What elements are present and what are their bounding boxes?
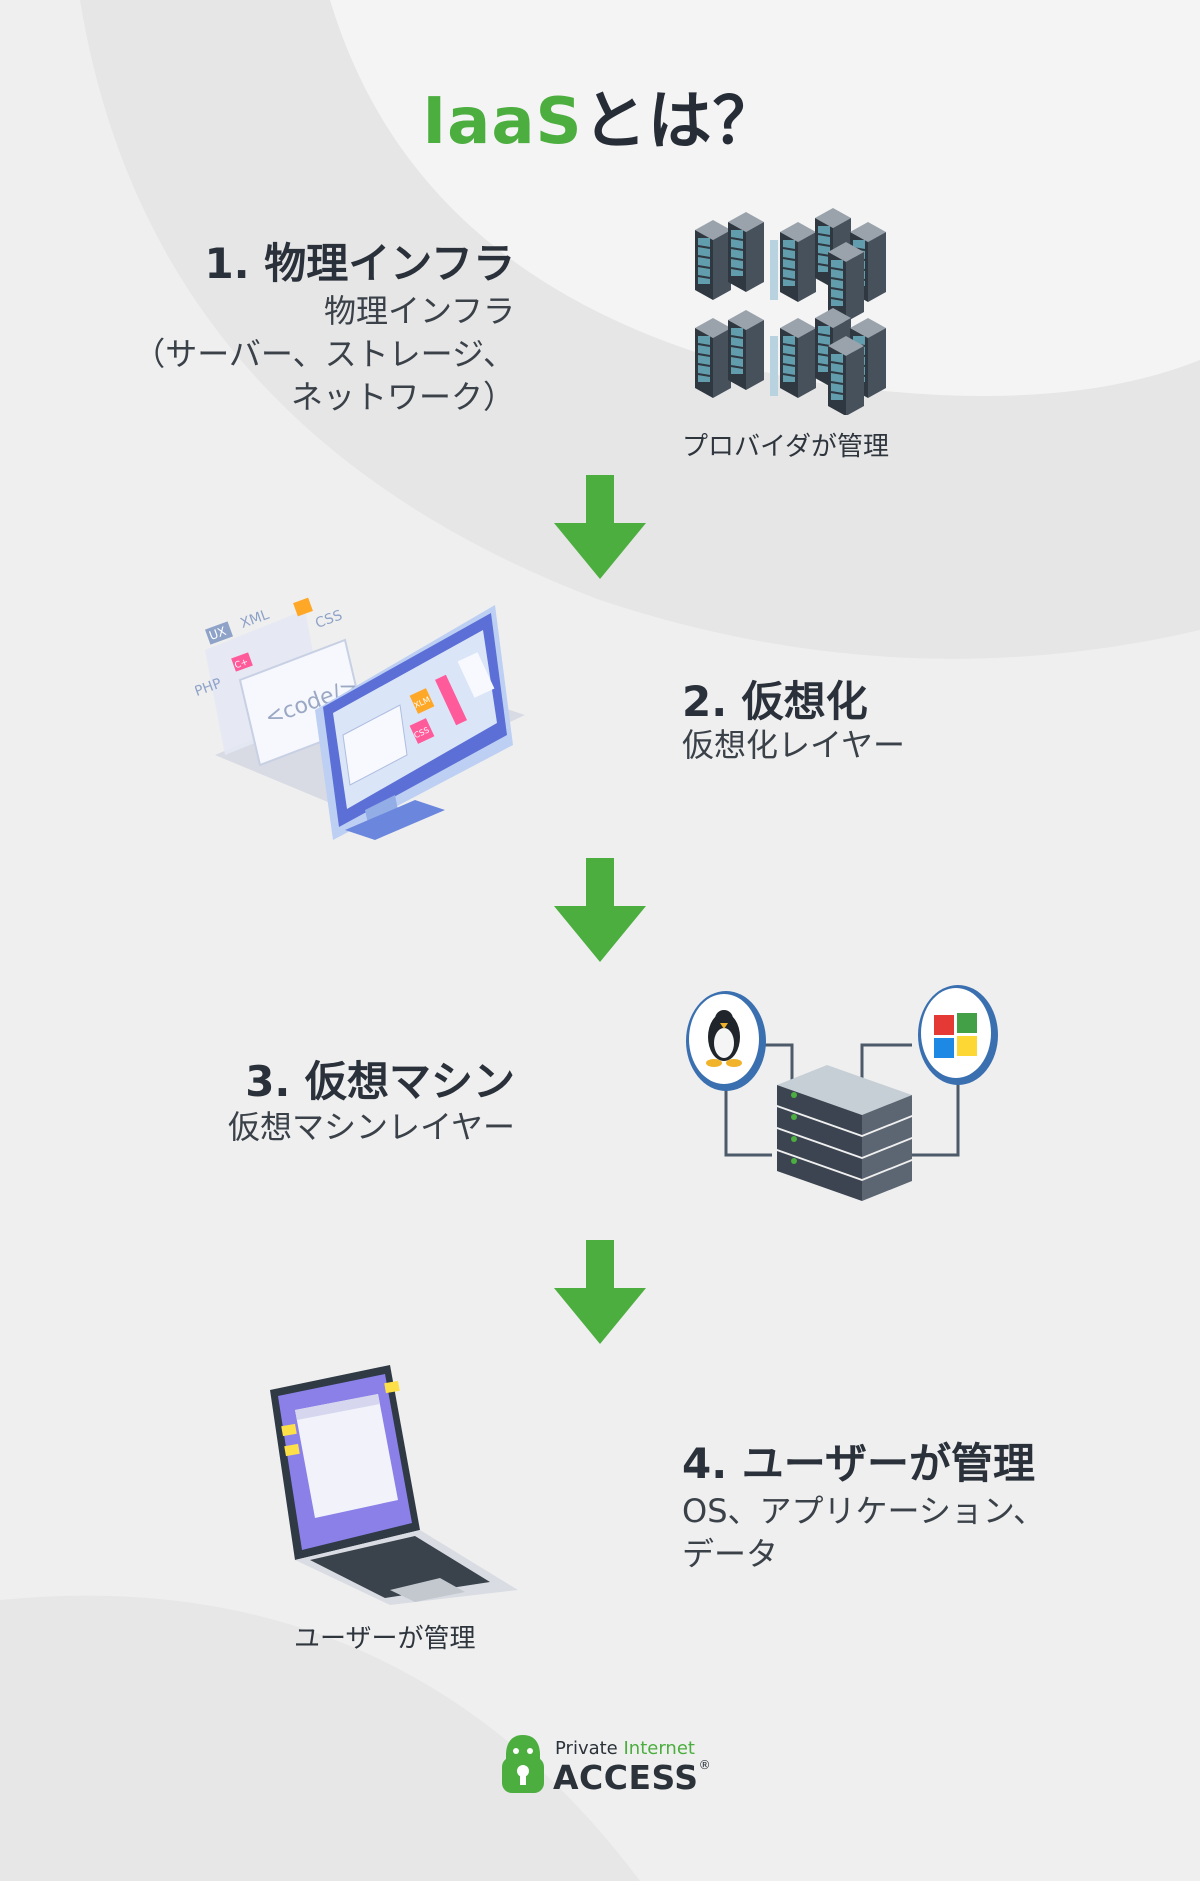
step4-title: 4. ユーザーが管理 [682,1439,1035,1488]
step3-title: 3. 仮想マシン [245,1057,515,1106]
logo-internet: Internet [623,1738,695,1759]
step1-caption: プロバイダが管理 [682,432,889,462]
step2-description: 仮想化レイヤー [682,724,905,767]
step4-line2: データ [682,1535,779,1573]
step3-description: 仮想マシンレイヤー [150,1106,515,1149]
page-title: IaaSとは？ [0,70,1200,162]
arrow-down-icon [554,475,646,579]
step1-line2: （サーバー、ストレージ、 [133,335,515,373]
logo-access: ACCESS [553,1758,699,1797]
step1-title: 1. 物理インフラ [204,239,515,288]
step4-description: OS、アプリケーション、 データ [682,1490,1045,1576]
server-racks-icon [694,207,887,415]
title-towa: とは？ [582,85,778,159]
virtualization-monitor-illustration: UX XML CSS PHP C+ <code/> XLM CSS [195,597,525,840]
pia-lock-icon [502,1735,544,1793]
step2-title: 2. 仮想化 [682,677,868,726]
server-stack-icon [777,1065,912,1201]
step4-caption: ユーザーが管理 [294,1624,476,1654]
logo-registered-mark: ® [698,1758,712,1772]
logo-line2: ACCESS® [553,1758,711,1797]
label-css: CSS [313,607,344,631]
laptop-icon [270,1365,518,1605]
windows-logo-icon [918,985,998,1085]
arrow-down-icon [554,1240,646,1344]
monitor: XLM CSS [315,605,513,840]
logo-line1: Private Internet [555,1738,695,1759]
title-iaas: IaaS [422,85,583,159]
step2-line1: 仮想化レイヤー [682,726,906,764]
logo-private: Private [555,1738,624,1759]
step1-line3: ネットワーク） [290,378,515,416]
virtual-machine-server-illustration [686,985,998,1201]
label-cplus: C+ [233,657,249,671]
step4-line1: OS、アプリケーション、 [682,1492,1045,1530]
step1-line1: 物理インフラ [323,292,515,330]
step3-line1: 仮想マシンレイヤー [227,1108,515,1146]
arrow-down-icon [554,858,646,962]
label-ux: UX [207,624,228,643]
step1-description: 物理インフラ （サーバー、ストレージ、 ネットワーク） [100,290,515,419]
linux-penguin-icon [686,991,766,1091]
